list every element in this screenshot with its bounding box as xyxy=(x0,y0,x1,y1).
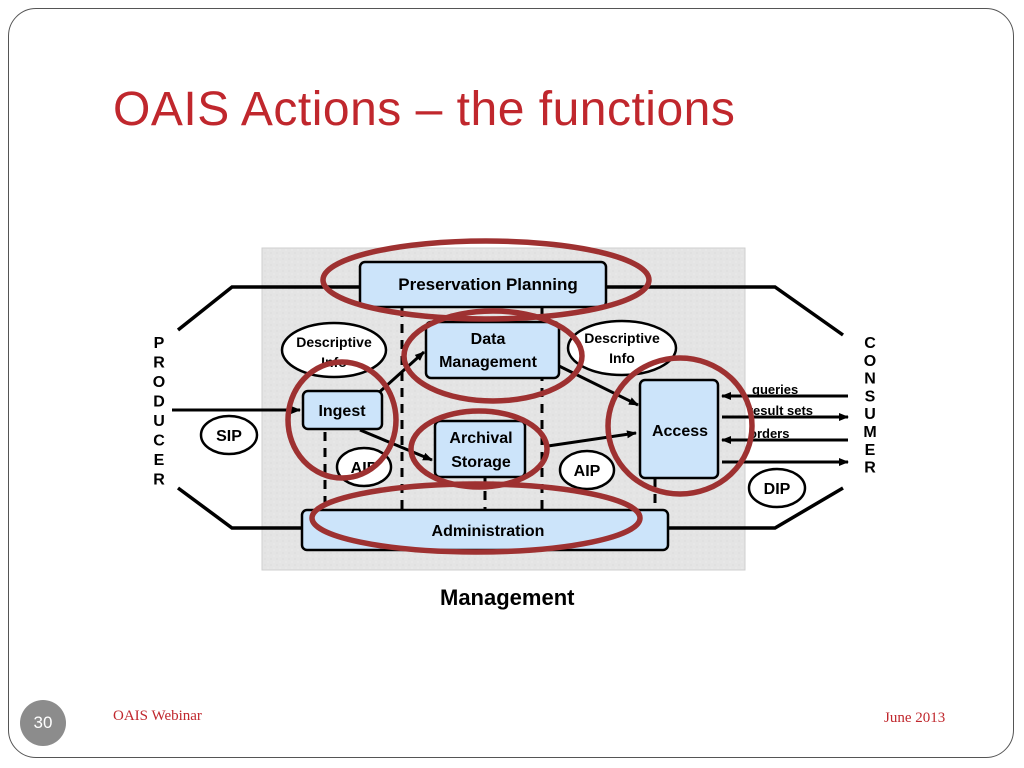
svg-text:AIP: AIP xyxy=(574,463,601,480)
consumer-letter: E xyxy=(865,442,876,459)
ingest-label: Ingest xyxy=(318,403,366,420)
producer-bottom-connector xyxy=(176,486,302,530)
slide-number: 30 xyxy=(20,700,66,746)
aip-right-oval: AIP xyxy=(558,449,616,491)
consumer-letter: C xyxy=(864,335,876,352)
preservation-planning-label: Preservation Planning xyxy=(398,275,578,294)
producer-letter: O xyxy=(153,374,165,391)
consumer-letter: U xyxy=(864,406,876,423)
consumer-letter: S xyxy=(865,388,876,405)
descriptive-info-right-oval: Descriptive Info xyxy=(566,319,678,377)
svg-text:SIP: SIP xyxy=(216,428,242,445)
administration-label: Administration xyxy=(432,523,545,540)
slide-frame xyxy=(8,8,1014,758)
producer-letter: P xyxy=(154,335,165,352)
preservation-planning-box[interactable]: Preservation Planning xyxy=(358,260,608,309)
consumer-letter: O xyxy=(864,353,876,370)
flow-label-orders: orders xyxy=(749,426,789,441)
ingest-box[interactable]: Ingest xyxy=(301,389,384,431)
producer-letter: C xyxy=(153,433,165,450)
svg-text:DIP: DIP xyxy=(764,481,791,498)
svg-text:Descriptive: Descriptive xyxy=(296,334,372,350)
svg-text:Info: Info xyxy=(609,350,635,366)
highlight-ring-preservation-planning xyxy=(320,238,652,322)
flow-label-queries: queries xyxy=(752,382,798,397)
consumer-top-connector xyxy=(606,285,845,337)
footer-date: June 2013 xyxy=(884,710,946,726)
highlight-ring-archival-storage xyxy=(408,408,550,490)
footer-presentation-name: OAIS Webinar xyxy=(113,708,202,724)
svg-text:Descriptive: Descriptive xyxy=(584,330,660,346)
highlight-ring-administration xyxy=(309,481,643,555)
access-label: Access xyxy=(652,423,708,440)
highlight-ring-data-management xyxy=(401,308,585,404)
producer-letter: R xyxy=(153,355,165,372)
archival-storage-label-line2: Storage xyxy=(451,454,511,471)
diagram-caption: Management xyxy=(440,585,575,610)
consumer-letter: R xyxy=(864,460,876,477)
producer-letter: D xyxy=(153,394,165,411)
dip-oval: DIP xyxy=(747,467,807,509)
producer-letter: U xyxy=(153,413,165,430)
consumer-bottom-connector xyxy=(668,486,844,530)
producer-letter: R xyxy=(153,472,165,489)
highlight-ring-ingest xyxy=(285,359,399,481)
slide-title: OAIS Actions – the functions xyxy=(113,83,736,136)
access-box[interactable]: Access xyxy=(638,378,720,480)
flow-label-result-sets: result sets xyxy=(748,403,813,418)
data-management-label-line1: Data xyxy=(471,331,506,348)
administration-box[interactable]: Administration xyxy=(300,508,670,552)
archival-storage-label-line1: Archival xyxy=(449,430,512,447)
consumer-letter: M xyxy=(863,424,876,441)
sip-oval: SIP xyxy=(199,414,259,456)
consumer-letter: N xyxy=(864,371,876,388)
highlight-ring-access xyxy=(605,355,755,497)
producer-letter: E xyxy=(154,452,165,469)
archival-storage-box[interactable]: Archival Storage xyxy=(433,419,527,479)
data-management-box[interactable]: Data Management xyxy=(424,320,561,380)
highlight-rings xyxy=(285,238,755,555)
svg-text:AIP: AIP xyxy=(351,460,378,477)
producer-top-connector xyxy=(176,285,360,332)
data-management-label-line2: Management xyxy=(439,354,537,371)
